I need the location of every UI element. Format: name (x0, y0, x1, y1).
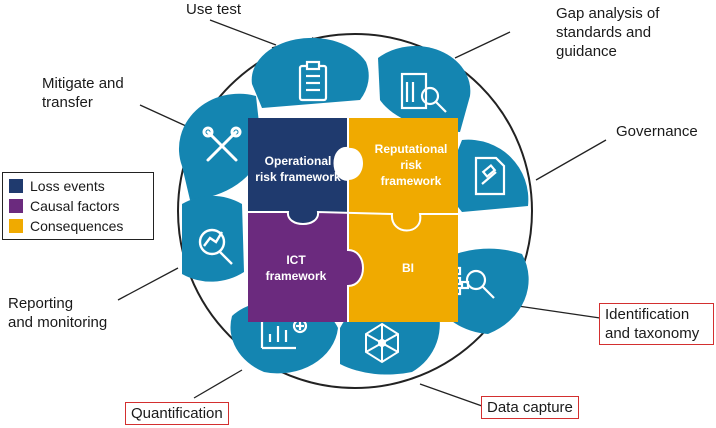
reputational-label-3: framework (381, 174, 442, 188)
identification-box: Identification and taxonomy (599, 303, 714, 345)
petal-governance[interactable] (449, 139, 529, 212)
operational-label-2: risk framework (255, 170, 341, 184)
tools-icon (202, 126, 242, 162)
puzzle: Operational risk framework Reputational … (248, 118, 458, 322)
chart-search-icon (198, 228, 233, 265)
legend-item-loss-events: Loss events (9, 177, 105, 195)
petal-reporting[interactable] (182, 195, 244, 282)
petal-gap-analysis[interactable] (378, 46, 471, 132)
mitigate-label-1: Mitigate and (42, 75, 124, 92)
clipboard-icon (298, 60, 328, 102)
bi-label: BI (402, 261, 414, 275)
reputational-label-2: risk (400, 158, 422, 172)
reputational-label-1: Reputational (375, 142, 448, 156)
legend: Loss events Causal factors Consequences (2, 172, 154, 240)
document-search-icon (400, 72, 447, 113)
puzzle-ict (248, 212, 363, 322)
mitigate-label-2: transfer (42, 94, 93, 111)
quantification-label: Quantification (125, 402, 229, 425)
puzzle-bi (348, 214, 458, 322)
gap-analysis-label-1: Gap analysis of (556, 5, 660, 22)
ict-label-2: framework (266, 269, 327, 283)
use-test-label: Use test (186, 1, 242, 18)
loss-events-swatch (9, 179, 23, 193)
legend-label-causal-factors: Causal factors (30, 198, 120, 214)
legend-label-consequences: Consequences (30, 218, 124, 234)
legend-item-consequences: Consequences (9, 217, 123, 235)
gap-analysis-label-2: standards and (556, 24, 652, 41)
ict-label-1: ICT (286, 253, 306, 267)
petal-use-test[interactable] (251, 37, 369, 108)
puzzle-reputational (348, 118, 458, 231)
reporting-label-2: and monitoring (8, 314, 108, 331)
causal-factors-swatch (9, 199, 23, 213)
identification-label-1: Identification (605, 306, 690, 323)
identification-label-2: and taxonomy (605, 325, 700, 342)
reporting-label-1: Reporting (8, 295, 74, 312)
petal-mitigate[interactable] (178, 93, 262, 200)
legend-item-causal-factors: Causal factors (9, 197, 119, 215)
legend-label-loss-events: Loss events (30, 178, 105, 194)
puzzle-operational (248, 118, 348, 224)
data-capture-label: Data capture (481, 396, 579, 419)
callout-lines (117, 19, 607, 407)
consequences-swatch (9, 219, 23, 233)
governance-label: Governance (616, 123, 698, 140)
network-icon (365, 322, 399, 364)
operational-label-1: Operational (265, 154, 332, 168)
gap-analysis-label-3: guidance (556, 43, 617, 60)
document-gavel-icon (474, 156, 506, 196)
